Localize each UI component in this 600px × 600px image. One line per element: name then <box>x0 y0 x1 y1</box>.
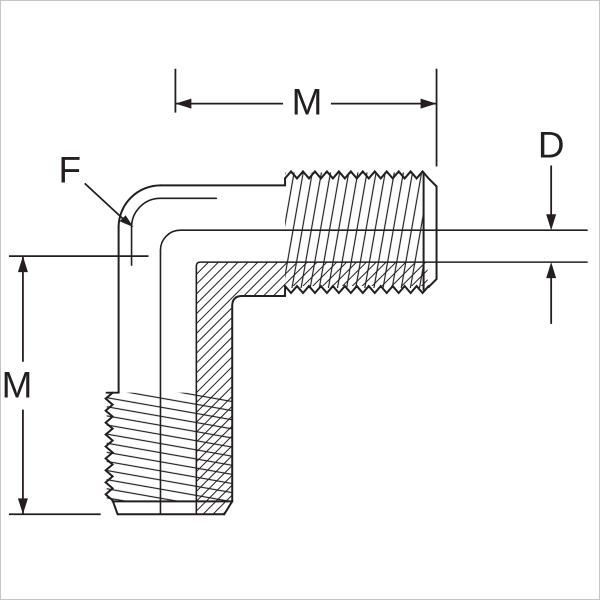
arrow-right-icon <box>420 98 437 109</box>
dimension-label-m-top: M <box>292 82 323 123</box>
reference-f: F <box>59 149 134 228</box>
section-hatching <box>196 262 428 515</box>
arrow-down-icon <box>17 498 28 515</box>
arrow-up-icon <box>546 262 557 279</box>
dimension-label-m-left: M <box>2 365 33 406</box>
dimension-label-d: D <box>538 124 565 165</box>
leader-arrow-icon <box>119 215 134 228</box>
dimension-d: D <box>538 124 565 324</box>
arrow-up-icon <box>17 256 28 273</box>
reference-label-f: F <box>59 149 82 190</box>
arrow-down-icon <box>546 214 557 231</box>
dimension-m-top: M <box>174 68 438 167</box>
bore-lines <box>159 229 588 516</box>
dimension-m-left: M <box>2 255 149 516</box>
fitting-outline <box>104 169 438 516</box>
arrow-left-icon <box>175 98 192 109</box>
